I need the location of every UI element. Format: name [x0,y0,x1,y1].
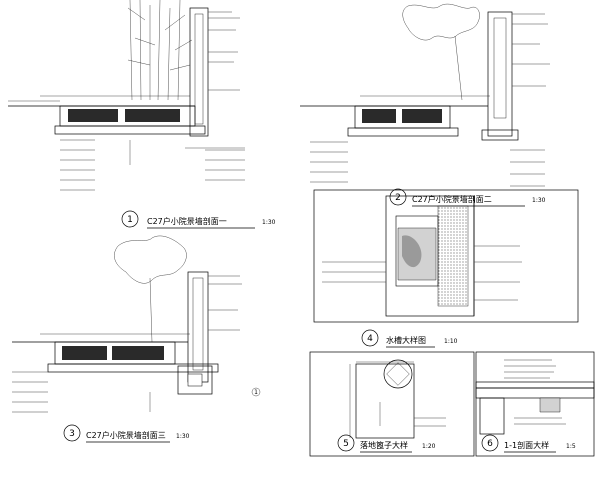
drawing-number-1: 1 [127,215,133,225]
drawing-title-2: C27户小院景墙剖面二 [412,194,492,204]
grate-callout-circle [383,359,413,389]
drawing-number-circle-1 [121,210,139,228]
tree-outline-2 [402,3,480,41]
drawing-number-circle-6 [481,434,499,452]
drawing-title-6: 1-1剖面大样 [504,440,549,450]
annotation-leaders-1 [60,11,245,191]
panel-grate-detail-5: 5 落地篦子大样 1:20 [309,351,475,457]
drawing-number-circle-3 [63,424,81,442]
panel-frame-4 [313,189,579,323]
panel-section-detail-6: 6 1-1剖面大样 1:5 [475,351,595,457]
panel-section-1: 1 C27户小院景墙剖面一 1:30 [8,0,276,229]
drawing-number-circle-5 [337,434,355,452]
drawing-title-5: 落地篦子大样 [360,440,408,450]
wall-column-2 [487,11,513,137]
drawing-scale-6: 1:5 [566,443,576,450]
drawing-number-circle-2 [389,188,407,206]
annotation-leaders-3 [12,275,242,413]
drain-box-3 [177,365,213,395]
drawing-number-3: 3 [69,429,75,439]
drawing-title-4: 水槽大样图 [386,335,426,345]
drawing-number-5: 5 [343,439,349,449]
section-marker-1 [251,387,261,397]
drawing-number-4: 4 [367,334,373,344]
drawing-number-6: 6 [487,439,493,449]
panel-section-3: 1 3 C27户小院景墙剖面三 1:30 [12,235,261,443]
panel-trough-detail-4: 4 水槽大样图 1:10 [313,189,579,348]
drawing-scale-2: 1:30 [532,197,546,204]
panel-frame-6 [475,351,595,457]
tree-outline-3 [114,235,187,284]
drawing-number-2: 2 [395,193,401,203]
drawing-scale-1: 1:30 [262,219,276,226]
panel-frame-5 [309,351,475,457]
drawing-scale-4: 1:10 [444,338,458,345]
drawing-title-1: C27户小院景墙剖面一 [147,216,227,226]
drawing-scale-3: 1:30 [176,433,190,440]
annotation-leaders-2 [310,13,550,187]
drawing-title-3: C27户小院景墙剖面三 [86,430,166,440]
section-marker-label: 1 [254,389,258,396]
drawing-scale-5: 1:20 [422,443,436,450]
panel-section-2: 2 C27户小院景墙剖面二 1:30 [300,3,550,207]
drawing-number-circle-4 [361,329,379,347]
wall-column-1 [189,7,209,137]
bamboo-plants [127,0,193,101]
